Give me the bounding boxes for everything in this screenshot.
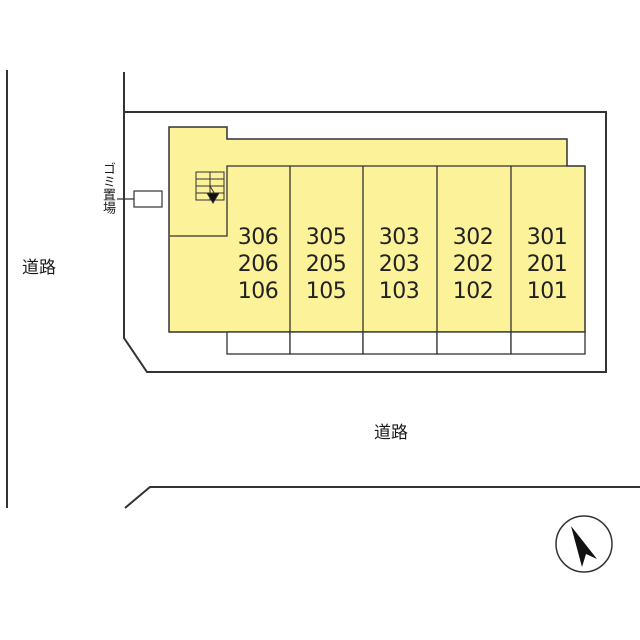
unit-number: 103 (378, 279, 420, 304)
unit-column-302: 302 202 102 (436, 224, 510, 305)
road-edge-bottom (124, 486, 640, 509)
unit-number: 105 (305, 279, 347, 304)
unit-number: 302 (452, 225, 494, 250)
garbage-station-box (133, 190, 163, 208)
unit-number: 102 (452, 279, 494, 304)
unit-number: 101 (526, 279, 568, 304)
unit-number: 303 (378, 225, 420, 250)
unit-number: 306 (237, 225, 279, 250)
unit-number: 206 (237, 252, 279, 277)
balconies (226, 331, 586, 355)
unit-number: 106 (237, 279, 279, 304)
unit-number: 205 (305, 252, 347, 277)
unit-number: 202 (452, 252, 494, 277)
stairs-icon (195, 171, 225, 204)
garbage-station-label: ゴミ置場 (100, 162, 115, 214)
unit-column-306: 306 206 106 (221, 224, 295, 305)
unit-number: 201 (526, 252, 568, 277)
unit-column-305: 305 205 105 (289, 224, 363, 305)
road-label-left: 道路 (22, 258, 56, 278)
unit-column-301: 301 201 101 (510, 224, 584, 305)
unit-column-303: 303 203 103 (362, 224, 436, 305)
unit-dividers (289, 166, 512, 354)
property-boundary (123, 72, 607, 373)
unit-number: 203 (378, 252, 420, 277)
unit-number: 305 (305, 225, 347, 250)
unit-number: 301 (526, 225, 568, 250)
stair-core-outline (170, 165, 567, 237)
north-arrow-icon (555, 515, 613, 573)
road-label-bottom: 道路 (374, 423, 408, 443)
